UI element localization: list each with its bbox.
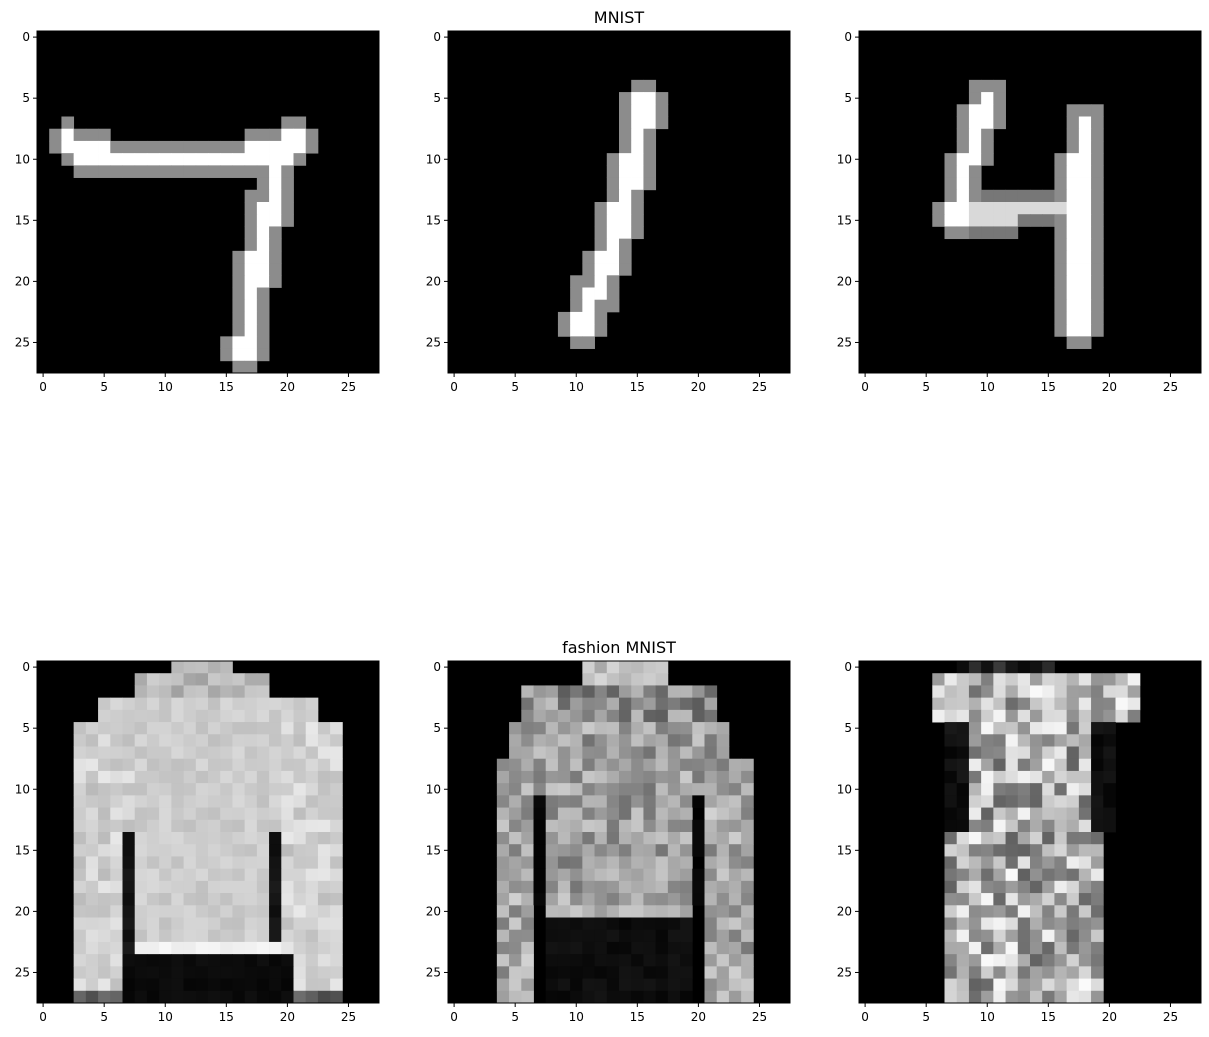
x-tick-label: 15 [1041,380,1056,394]
x-tick-label: 0 [861,380,869,394]
x-tick-label: 10 [569,1010,584,1024]
x-tick-label: 0 [39,380,47,394]
y-tick-label: 5 [844,91,852,105]
x-tick-label: 0 [39,1010,47,1024]
y-tick-label: 20 [15,904,30,918]
y-tick-label: 5 [22,91,30,105]
x-tick-label: 5 [100,1010,108,1024]
y-tick-label: 0 [433,30,441,44]
y-tick-label: 0 [22,30,30,44]
y-tick-label: 25 [837,965,852,979]
y-tick-label: 10 [426,782,441,796]
y-tick-label: 25 [426,965,441,979]
x-tick-label: 15 [630,1010,645,1024]
y-tick-label: 15 [837,843,852,857]
x-tick-label: 25 [341,380,356,394]
pixel-image [448,661,790,1004]
row-title-fashion-mnist: fashion MNIST [562,638,676,657]
y-tick-label: 20 [15,274,30,288]
x-tick-label: 0 [450,1010,458,1024]
y-tick-label: 10 [15,782,30,796]
y-tick-label: 0 [22,660,30,674]
x-tick-label: 5 [922,1010,930,1024]
pixel-image [37,661,379,1004]
y-tick-label: 20 [837,274,852,288]
pixel-image [448,31,790,373]
x-tick-label: 5 [511,380,519,394]
x-tick-label: 20 [1102,380,1117,394]
y-tick-label: 20 [837,904,852,918]
y-tick-label: 0 [844,30,852,44]
y-tick-label: 20 [426,904,441,918]
x-tick-label: 15 [219,1010,234,1024]
x-tick-label: 20 [280,1010,295,1024]
x-tick-label: 10 [980,1010,995,1024]
y-tick-label: 20 [426,274,441,288]
x-tick-label: 5 [100,380,108,394]
x-tick-label: 25 [752,380,767,394]
x-tick-label: 10 [158,380,173,394]
image-panel: 0 0 5 5 10 10 15 15 20 20 25 25 [837,660,1202,1024]
pixel-image [859,31,1201,373]
y-tick-label: 25 [837,335,852,349]
axes-frame [447,30,791,374]
x-tick-label: 10 [158,1010,173,1024]
x-tick-label: 15 [1041,1010,1056,1024]
y-tick-label: 25 [15,335,30,349]
y-tick-label: 15 [15,213,30,227]
x-tick-label: 20 [691,1010,706,1024]
x-tick-label: 25 [752,1010,767,1024]
image-panel: 0 0 5 5 10 10 15 15 20 20 25 25 [426,30,791,394]
image-panel: 0 0 5 5 10 10 15 15 20 20 25 25 [15,30,380,394]
x-tick-label: 25 [1163,380,1178,394]
x-tick-label: 10 [980,380,995,394]
x-tick-label: 15 [630,380,645,394]
y-tick-label: 25 [426,335,441,349]
y-tick-label: 5 [433,91,441,105]
x-tick-label: 25 [341,1010,356,1024]
x-tick-label: 5 [511,1010,519,1024]
axes-frame [858,660,1202,1004]
y-tick-label: 10 [837,782,852,796]
x-tick-label: 15 [219,380,234,394]
y-tick-label: 15 [837,213,852,227]
y-tick-label: 0 [433,660,441,674]
axes-frame [36,660,380,1004]
x-tick-label: 25 [1163,1010,1178,1024]
x-tick-label: 5 [922,380,930,394]
x-tick-label: 20 [280,380,295,394]
image-panel: 0 0 5 5 10 10 15 15 20 20 25 25 [426,660,791,1024]
pixel-image [859,661,1201,1004]
y-tick-label: 15 [426,213,441,227]
y-tick-label: 5 [844,721,852,735]
y-tick-label: 5 [22,721,30,735]
y-tick-label: 10 [837,152,852,166]
x-tick-label: 20 [691,380,706,394]
x-tick-label: 20 [1102,1010,1117,1024]
pixel-image [37,31,379,374]
y-tick-label: 15 [426,843,441,857]
axes-frame [858,30,1202,374]
y-tick-label: 15 [15,843,30,857]
y-tick-label: 0 [844,660,852,674]
axes-frame [36,30,380,374]
image-panel: 0 0 5 5 10 10 15 15 20 20 25 25 [15,660,380,1024]
axes-frame [447,660,791,1004]
x-tick-label: 10 [569,380,584,394]
y-tick-label: 10 [15,152,30,166]
y-tick-label: 25 [15,965,30,979]
x-tick-label: 0 [861,1010,869,1024]
row-title-mnist: MNIST [594,8,645,27]
image-panel: 0 0 5 5 10 10 15 15 20 20 25 25 [837,30,1202,394]
y-tick-label: 10 [426,152,441,166]
y-tick-label: 5 [433,721,441,735]
x-tick-label: 0 [450,380,458,394]
